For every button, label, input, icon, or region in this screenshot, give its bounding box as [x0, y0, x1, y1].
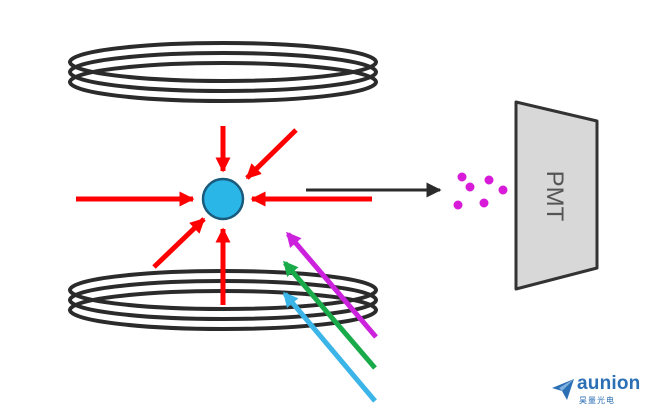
cooling-beams — [76, 126, 372, 305]
top-coil-ring-2 — [68, 51, 378, 93]
logo-subtitle-text: 昊量光电 — [579, 396, 615, 405]
laser-cyan — [283, 291, 377, 403]
logo-brand-text: aunion — [577, 373, 641, 394]
top-coil-ring-1 — [68, 41, 378, 83]
probe-lasers — [283, 231, 378, 403]
photon-6 — [452, 199, 464, 211]
photon-1 — [456, 171, 468, 183]
top-coil-ring-3 — [68, 61, 378, 103]
photon-3 — [464, 181, 476, 193]
trapped-ion — [201, 177, 245, 221]
photon-5 — [478, 197, 490, 209]
paper-plane-icon — [552, 379, 574, 400]
beam-from-bottom-left — [152, 217, 206, 269]
laser-magenta — [286, 231, 378, 339]
brand-logo: aunion 昊量光电 — [550, 372, 654, 412]
pmt-label: PMT — [541, 171, 568, 222]
pmt-body — [514, 100, 599, 291]
photon-cluster — [452, 171, 509, 211]
top-coil — [68, 41, 378, 103]
photon-2 — [483, 174, 495, 186]
pmt-detector: PMT — [514, 100, 599, 291]
photon-4 — [497, 184, 509, 196]
beam-from-top-right — [245, 128, 298, 180]
laser-green — [283, 260, 377, 370]
